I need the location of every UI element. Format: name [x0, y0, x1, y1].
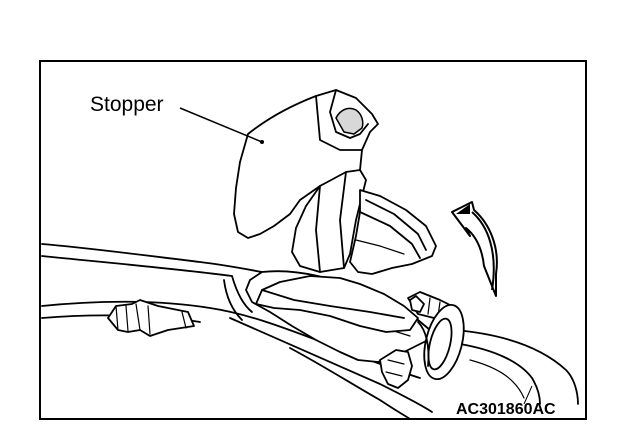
callout-label: Stopper — [90, 93, 164, 116]
connector-switch — [407, 291, 465, 381]
lever-stalk — [379, 349, 413, 389]
stopper-part — [233, 89, 437, 333]
callout-leader-line — [179, 107, 263, 143]
figure-code: AC301860AC — [456, 401, 556, 418]
steering-column-surface — [41, 243, 579, 420]
figure-code-leader — [523, 385, 533, 405]
harness-clip — [107, 299, 195, 337]
curved-arrow-icon — [451, 201, 498, 297]
